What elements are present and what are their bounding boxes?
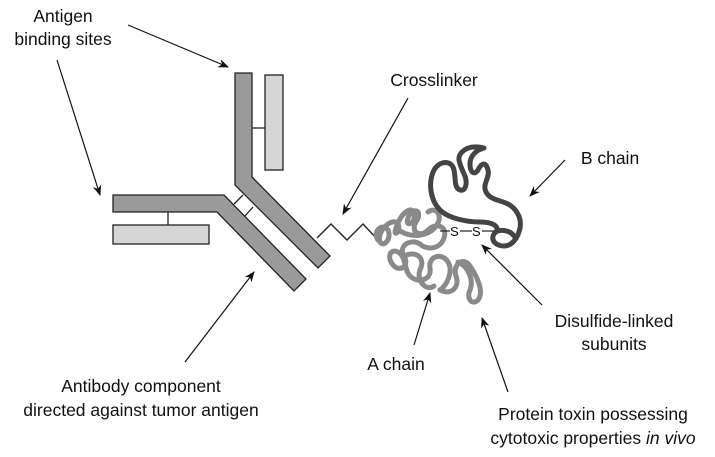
label-toxin-line2: cytotoxic properties in vivo xyxy=(490,428,695,448)
arrow-crosslinker xyxy=(342,97,409,215)
label-toxin-line2-italic: in vivo xyxy=(646,428,696,448)
heavy-chain-upper xyxy=(234,72,331,269)
arrows xyxy=(56,24,566,393)
arrow-antigen-left xyxy=(56,59,102,197)
hinge xyxy=(233,194,254,217)
arrow-antibody xyxy=(184,271,255,363)
label-disulfide-line1: Disulfide-linked xyxy=(555,311,674,331)
label-a-chain: A chain xyxy=(367,354,424,374)
label-antibody-line2: directed against tumor antigen xyxy=(23,400,258,420)
a-chain xyxy=(373,207,483,305)
label-disulfide-line2: subunits xyxy=(581,334,646,354)
label-antibody-line1: Antibody component xyxy=(61,376,221,396)
label-toxin-line1: Protein toxin possessing xyxy=(498,404,688,424)
arrow-toxin xyxy=(481,316,509,393)
arrow-antigen-upper xyxy=(127,24,229,68)
antibody xyxy=(112,72,331,292)
arrow-disulfide xyxy=(481,244,543,306)
heavy-chain-left xyxy=(112,194,307,292)
crosslinker xyxy=(316,222,379,241)
disulfide-bond: S S xyxy=(440,224,494,239)
light-chain-upper xyxy=(264,74,284,171)
light-chain-left xyxy=(112,224,210,245)
label-b-chain: B chain xyxy=(581,148,639,168)
label-antigen-binding-line2: binding sites xyxy=(14,29,112,49)
label-crosslinker: Crosslinker xyxy=(390,70,478,90)
arrow-a-chain xyxy=(413,291,432,346)
label-toxin-line2-regular: cytotoxic properties xyxy=(490,428,646,448)
ss-bond-s2: S xyxy=(472,224,481,239)
label-antigen-binding-line1: Antigen xyxy=(33,6,92,26)
b-chain xyxy=(428,144,523,249)
ss-bond-s1: S xyxy=(450,224,459,239)
arrow-b-chain xyxy=(529,159,566,197)
